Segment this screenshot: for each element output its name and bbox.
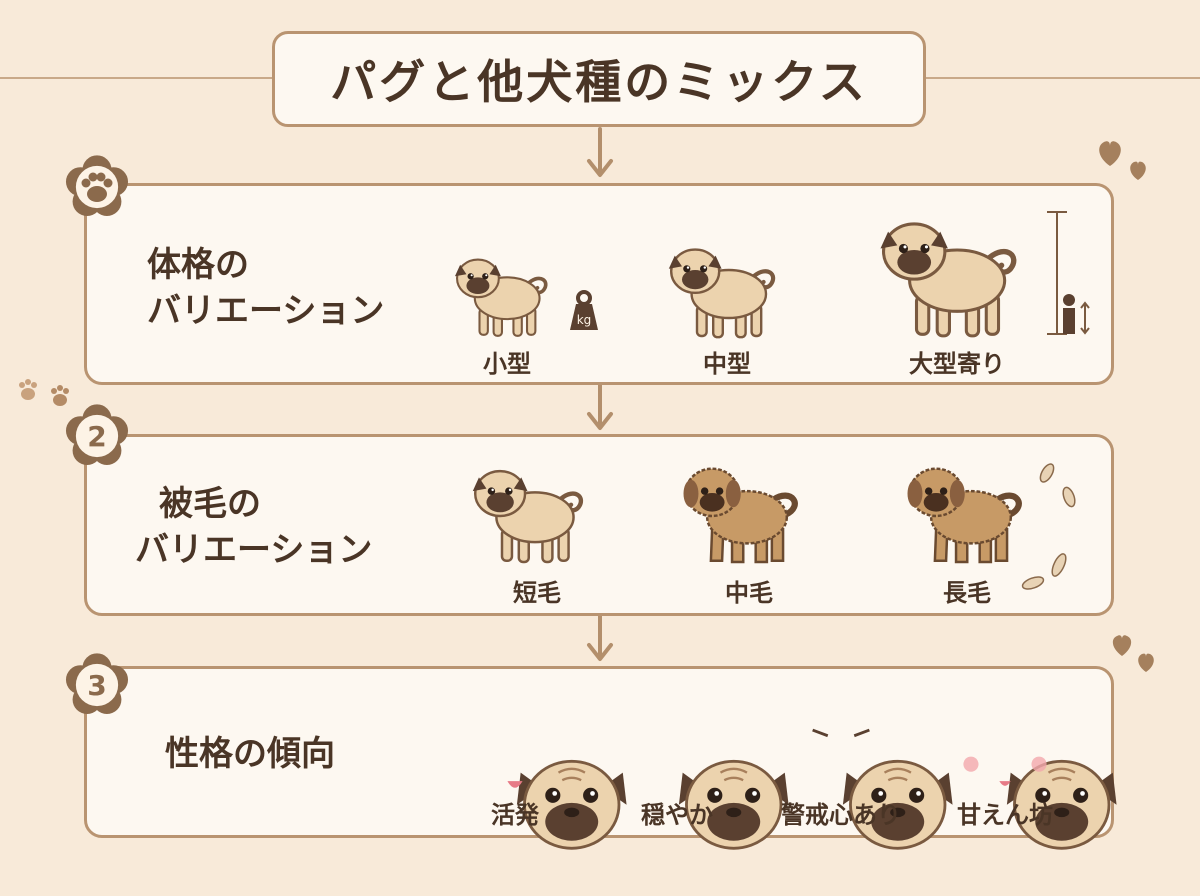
pug-medium-image <box>661 234 787 342</box>
svg-text:3: 3 <box>87 669 106 702</box>
svg-text:kg: kg <box>577 313 592 327</box>
caption-active: 活発 <box>491 801 539 829</box>
caption-short-coat: 短毛 <box>513 579 561 607</box>
caption-medium-coat: 中毛 <box>725 579 773 607</box>
section-coat-panel: 被毛の バリエーション 短毛 中毛 長毛 <box>84 434 1114 616</box>
heart-icon <box>1112 635 1154 672</box>
title-rule-right <box>926 77 1200 79</box>
pug-face-alert-image <box>812 728 899 801</box>
heart-icon <box>1099 141 1146 180</box>
height-icon <box>1047 211 1090 335</box>
pug-face-affectionate-image <box>963 756 1063 801</box>
pug-face-active-image <box>507 697 573 801</box>
paw-prints-icon <box>19 379 69 406</box>
section-build-panel: 体格の バリエーション kg 小型 中型 大型寄り <box>84 183 1114 385</box>
caption-affectionate: 甘えん坊 <box>957 801 1053 829</box>
step-badge-2: 2 <box>65 404 129 466</box>
section-label: 体格の バリエーション <box>147 245 385 331</box>
feather-icon <box>1021 463 1076 590</box>
caption-alert: 警戒心あり <box>781 801 901 829</box>
caption-calm: 穏やか <box>641 801 713 829</box>
caption-large: 大型寄り <box>909 350 1005 378</box>
pug-small-image <box>449 246 557 340</box>
section-label: 被毛の バリエーション <box>135 484 373 570</box>
weight-icon: kg <box>570 290 598 330</box>
section-temperament-panel: 性格の傾向 活発 穏やか 警戒心あり 甘えん坊 <box>84 666 1114 838</box>
step-badge-3: 3 <box>65 653 129 715</box>
pug-medium-coat-image <box>677 455 807 567</box>
caption-medium: 中型 <box>703 350 751 378</box>
flow-arrow <box>587 382 613 430</box>
pug-short-coat-image <box>465 455 595 567</box>
flow-arrow <box>587 613 613 661</box>
caption-small: 小型 <box>483 350 531 378</box>
section-label: 性格の傾向 <box>165 734 335 774</box>
pug-large-image <box>871 204 1031 342</box>
flow-arrow <box>587 127 613 177</box>
title-rule-left <box>0 77 272 79</box>
page-title: パグと他犬種のミックス <box>330 55 868 109</box>
paw-icon <box>65 155 129 217</box>
pug-face-calm-image <box>619 697 735 801</box>
title-box: パグと他犬種のミックス <box>272 31 926 127</box>
caption-long-coat: 長毛 <box>943 579 991 607</box>
svg-text:2: 2 <box>87 420 106 453</box>
